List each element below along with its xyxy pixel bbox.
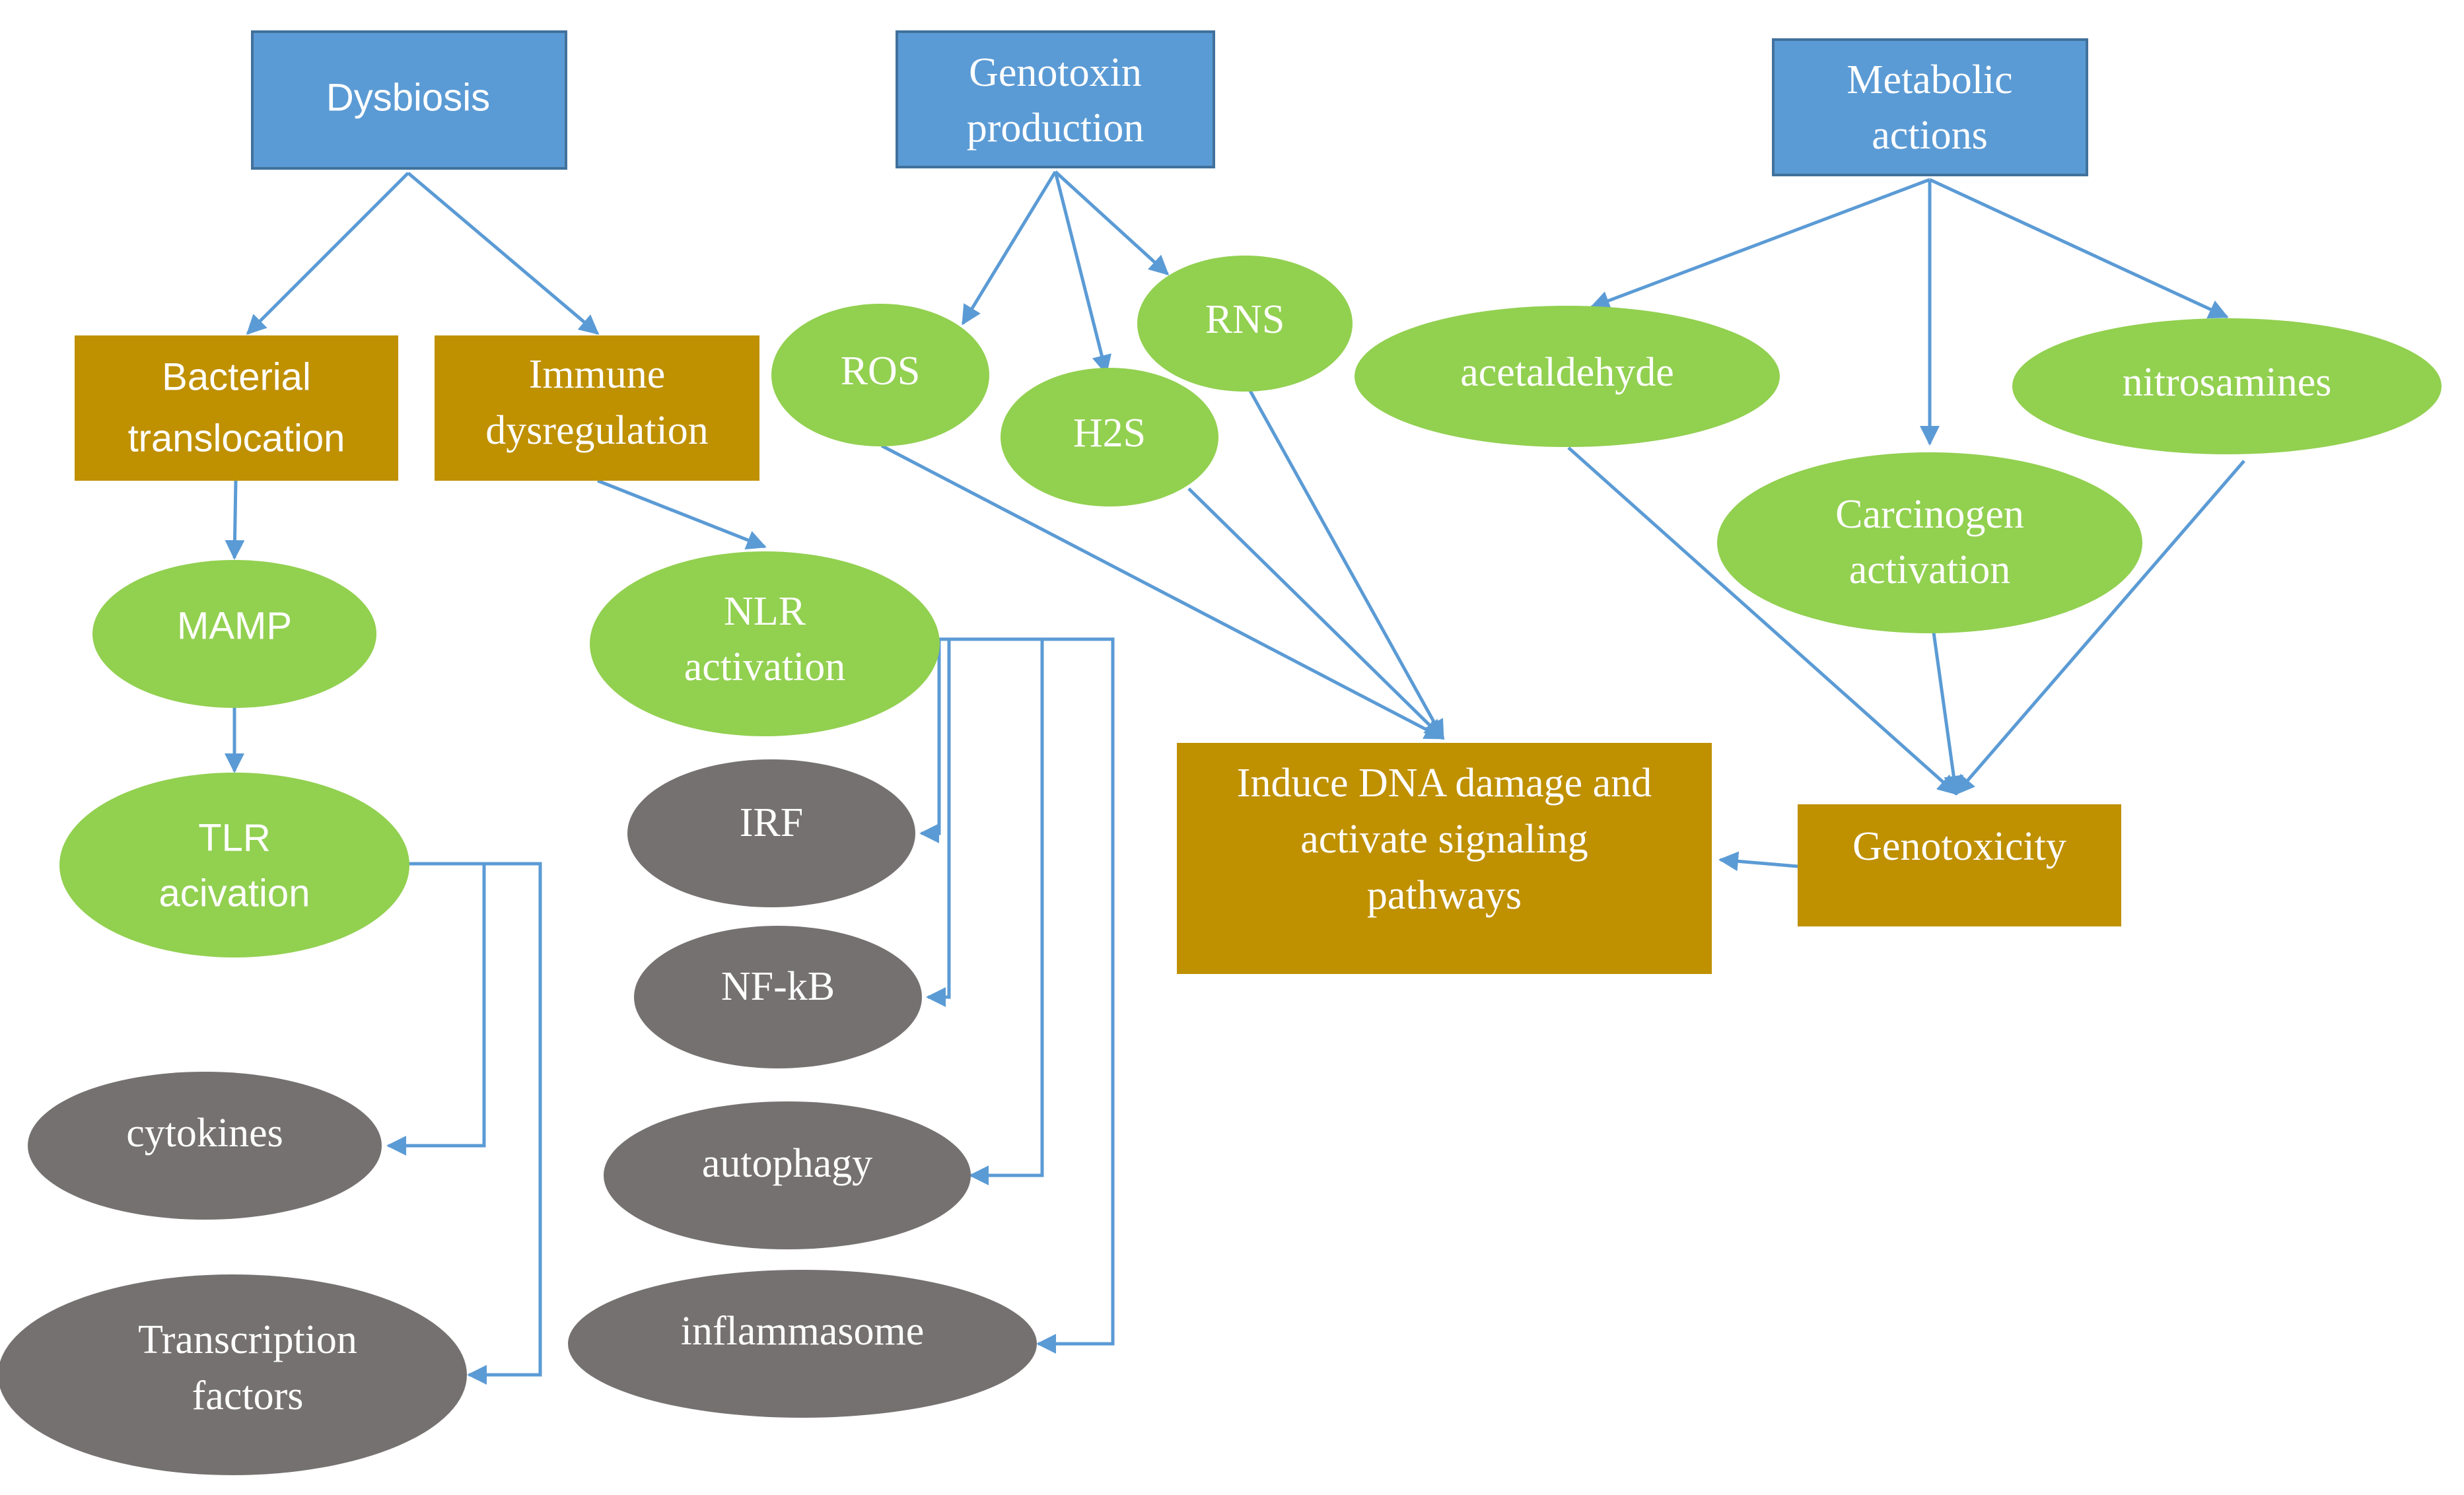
node-immune-label-1: Immune: [529, 352, 666, 397]
edge-nlr-inflammasome: [939, 637, 1115, 1354]
node-dna-damage: Induce DNA damage and activate signaling…: [1177, 743, 1712, 974]
node-transcription: Transcription factors: [0, 1274, 467, 1475]
edge-dysbiosis-bacterial: [246, 172, 409, 335]
node-nfkb-label: NF-kB: [721, 964, 835, 1009]
node-ros: ROS: [771, 304, 989, 446]
edge-genotoxin-h2s: [1053, 171, 1111, 375]
node-cytokines: cytokines: [28, 1072, 382, 1220]
node-metabolic: Metabolic actions: [1772, 38, 2088, 176]
edge-carcinogen-genotoxicity: [1932, 632, 1964, 796]
edge-nlr-autophagy: [939, 637, 1044, 1185]
node-nfkb: NF-kB: [634, 926, 922, 1068]
node-genotoxicity-label: Genotoxicity: [1852, 824, 2066, 869]
node-irf: IRF: [627, 759, 915, 907]
node-dna-label-1: Induce DNA damage and: [1237, 761, 1652, 806]
edge-metabolic-acetaldehyde: [1590, 178, 1930, 310]
node-h2s: H2S: [1001, 368, 1218, 506]
node-h2s-label: H2S: [1073, 411, 1146, 456]
edge-genotoxin-rns: [1054, 170, 1170, 276]
node-dysbiosis-label: Dysbiosis: [326, 76, 490, 119]
node-transcription-label-1: Transcription: [138, 1317, 357, 1362]
node-immune-label-2: dysregulation: [485, 408, 709, 453]
node-genotoxin: Genotoxin production: [896, 30, 1215, 168]
node-tlr-label-1: TLR: [198, 816, 271, 859]
node-bacterial: Bacterial translocation: [75, 335, 398, 481]
node-autophagy-label: autophagy: [702, 1141, 872, 1186]
edge-rns-dna: [1248, 388, 1445, 740]
edge-h2s-dna: [1187, 487, 1445, 740]
node-carcinogen-label-1: Carcinogen: [1835, 492, 2024, 537]
edge-acetaldehyde-genotoxicity: [1567, 446, 1958, 795]
node-bacterial-label-2: translocation: [128, 417, 345, 460]
node-nitrosamines: nitrosamines: [2012, 318, 2442, 454]
edge-ros-dna: [880, 444, 1445, 740]
node-immune: Immune dysregulation: [435, 335, 759, 481]
edges: [225, 170, 2245, 1385]
node-tlr-label-2: acivation: [159, 872, 310, 915]
edge-tlr-cytokines: [386, 862, 486, 1156]
node-cytokines-label: cytokines: [126, 1111, 283, 1156]
node-carcinogen-label-2: activation: [1849, 547, 2010, 592]
node-autophagy: autophagy: [604, 1101, 971, 1249]
node-rns-label: RNS: [1205, 297, 1285, 342]
node-mamp-label: MAMP: [177, 604, 292, 647]
node-genotoxicity: Genotoxicity: [1798, 804, 2121, 926]
node-dna-label-3: pathways: [1367, 873, 1522, 918]
node-metabolic-label-1: Metabolic: [1847, 57, 2012, 102]
node-nitrosamines-label: nitrosamines: [2123, 360, 2332, 405]
edge-nitrosamines-genotoxicity: [1955, 460, 2245, 796]
node-dysbiosis: Dysbiosis: [251, 30, 567, 170]
node-inflammasome: inflammasome: [568, 1270, 1037, 1418]
edge-immune-nlr: [597, 479, 767, 550]
edge-metabolic-nitrosamines: [1928, 178, 2229, 319]
edge-genotoxin-ros: [961, 170, 1057, 326]
node-acetaldehyde-label: acetaldehyde: [1460, 350, 1674, 395]
node-dna-label-2: activate signaling: [1300, 817, 1588, 862]
node-rns: RNS: [1137, 256, 1353, 392]
node-ros-label: ROS: [841, 349, 921, 394]
node-nlr-label-2: activation: [684, 644, 845, 689]
node-metabolic-label-2: actions: [1872, 113, 1988, 158]
edge-genotoxicity-dna: [1718, 851, 1798, 872]
node-genotoxin-label-2: production: [967, 106, 1144, 151]
node-irf-label: IRF: [740, 800, 803, 845]
node-genotoxin-label-1: Genotoxin: [969, 50, 1142, 95]
node-acetaldehyde: acetaldehyde: [1355, 306, 1780, 447]
node-tlr: TLR acivation: [59, 773, 409, 957]
edge-bacterial-mamp: [225, 480, 245, 560]
node-nlr: NLR activation: [590, 551, 940, 736]
node-carcinogen: Carcinogen activation: [1717, 452, 2142, 633]
edge-nlr-irf: [919, 639, 941, 843]
node-nlr-label-1: NLR: [724, 589, 806, 634]
edge-tlr-transcription: [408, 862, 542, 1385]
node-bacterial-label-1: Bacterial: [162, 355, 311, 398]
node-transcription-label-2: factors: [192, 1373, 304, 1418]
edge-dysbiosis-immune: [407, 172, 600, 335]
node-inflammasome-label: inflammasome: [681, 1309, 924, 1354]
node-mamp: MAMP: [92, 560, 376, 708]
